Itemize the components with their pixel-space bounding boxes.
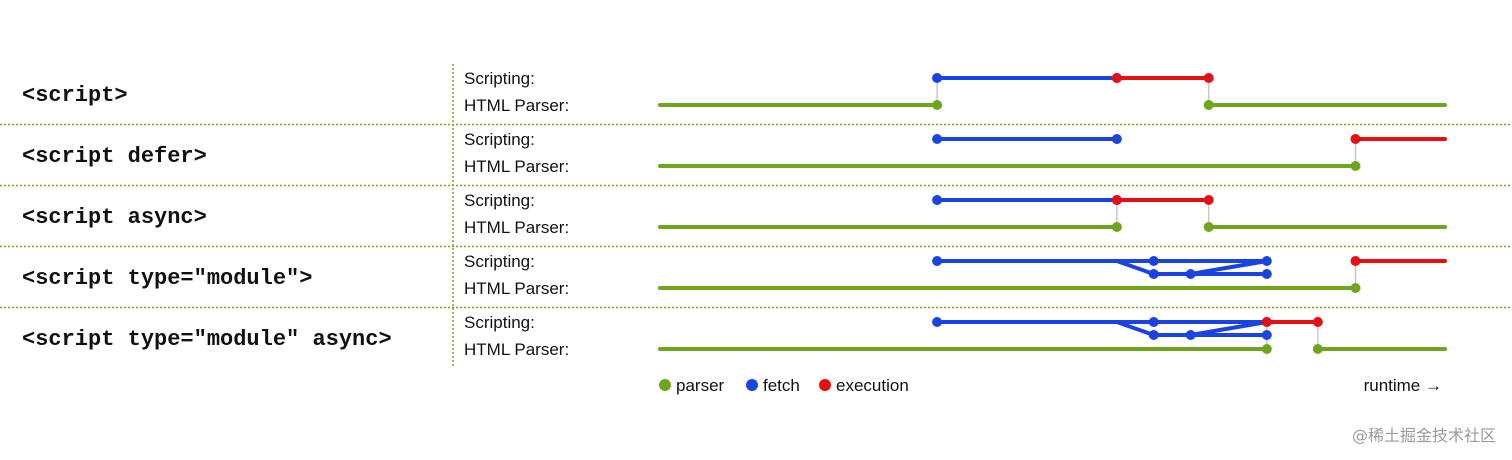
fetch-dot bbox=[932, 73, 943, 83]
timeline-row: <script> Scripting: HTML Parser: bbox=[22, 69, 1447, 115]
execution-dot bbox=[1350, 134, 1361, 144]
fetch-dot bbox=[1185, 269, 1196, 279]
parser-dot bbox=[1350, 283, 1361, 293]
html-parser-track-label: HTML Parser: bbox=[464, 340, 569, 359]
parser-dot bbox=[932, 100, 943, 110]
fetch-branch-segment bbox=[1114, 259, 1156, 276]
timeline-rows: <script>Scripting:HTML Parser:<script de… bbox=[22, 69, 1447, 359]
fetch-dot bbox=[1261, 330, 1272, 340]
fetch-dot bbox=[932, 134, 943, 144]
execution-dot bbox=[1111, 73, 1122, 83]
execution-dot bbox=[1111, 195, 1122, 205]
fetch-dot bbox=[1148, 330, 1159, 340]
fetch-dot bbox=[932, 317, 943, 327]
parser-dot bbox=[1203, 100, 1214, 110]
script-tag-label: <script type="module"> bbox=[22, 266, 312, 291]
fetch-dot bbox=[1148, 256, 1159, 266]
script-tag-label: <script type="module" async> bbox=[22, 327, 392, 352]
runtime-arrow-label: runtime → bbox=[1364, 376, 1442, 395]
legend: parser fetch execution runtime → bbox=[659, 376, 1442, 395]
parser-dot bbox=[1350, 161, 1361, 171]
parser-dot bbox=[1261, 344, 1272, 354]
timeline-row: <script async> Scripting: HTML Parser: bbox=[22, 191, 1447, 237]
fetch-dot bbox=[1185, 330, 1196, 340]
legend-parser-label: parser bbox=[676, 376, 725, 395]
timeline-row: <script type="module" async> Scripting: HT… bbox=[22, 313, 1447, 359]
parser-dot bbox=[1111, 222, 1122, 232]
watermark: @稀土掘金技术社区 bbox=[1352, 426, 1496, 445]
fetch-branch-segment bbox=[1188, 259, 1269, 276]
script-tag-label: <script> bbox=[22, 83, 128, 108]
execution-dot bbox=[1261, 317, 1272, 327]
scripting-track-label: Scripting: bbox=[464, 313, 535, 332]
html-parser-track-label: HTML Parser: bbox=[464, 279, 569, 298]
fetch-dot bbox=[1261, 269, 1272, 279]
legend-parser-dot bbox=[659, 379, 671, 391]
parser-dot bbox=[1312, 344, 1323, 354]
fetch-dot bbox=[932, 195, 943, 205]
scripting-track-label: Scripting: bbox=[464, 191, 535, 210]
execution-dot bbox=[1203, 73, 1214, 83]
fetch-branch-segment bbox=[1188, 320, 1269, 337]
fetch-dot bbox=[1148, 317, 1159, 327]
script-tag-label: <script async> bbox=[22, 205, 207, 230]
scripting-track-label: Scripting: bbox=[464, 130, 535, 149]
html-parser-track-label: HTML Parser: bbox=[464, 218, 569, 237]
timeline-row: <script type="module"> Scripting: HTML Par… bbox=[22, 252, 1447, 298]
legend-execution-label: execution bbox=[836, 376, 909, 395]
execution-dot bbox=[1350, 256, 1361, 266]
scripting-track-label: Scripting: bbox=[464, 252, 535, 271]
timeline-row: <script defer> Scripting: HTML Parser: bbox=[22, 130, 1447, 176]
execution-dot bbox=[1312, 317, 1323, 327]
html-parser-track-label: HTML Parser: bbox=[464, 157, 569, 176]
fetch-dot bbox=[1148, 269, 1159, 279]
row-separators bbox=[0, 123, 1512, 309]
legend-fetch-dot bbox=[746, 379, 758, 391]
fetch-dot bbox=[1111, 134, 1122, 144]
legend-execution-dot bbox=[819, 379, 831, 391]
script-tag-label: <script defer> bbox=[22, 144, 207, 169]
execution-dot bbox=[1203, 195, 1214, 205]
parser-dot bbox=[1203, 222, 1214, 232]
scripting-track-label: Scripting: bbox=[464, 69, 535, 88]
fetch-dot bbox=[1261, 256, 1272, 266]
legend-fetch-label: fetch bbox=[763, 376, 800, 395]
fetch-dot bbox=[932, 256, 943, 266]
fetch-branch-segment bbox=[1114, 320, 1156, 337]
html-parser-track-label: HTML Parser: bbox=[464, 96, 569, 115]
